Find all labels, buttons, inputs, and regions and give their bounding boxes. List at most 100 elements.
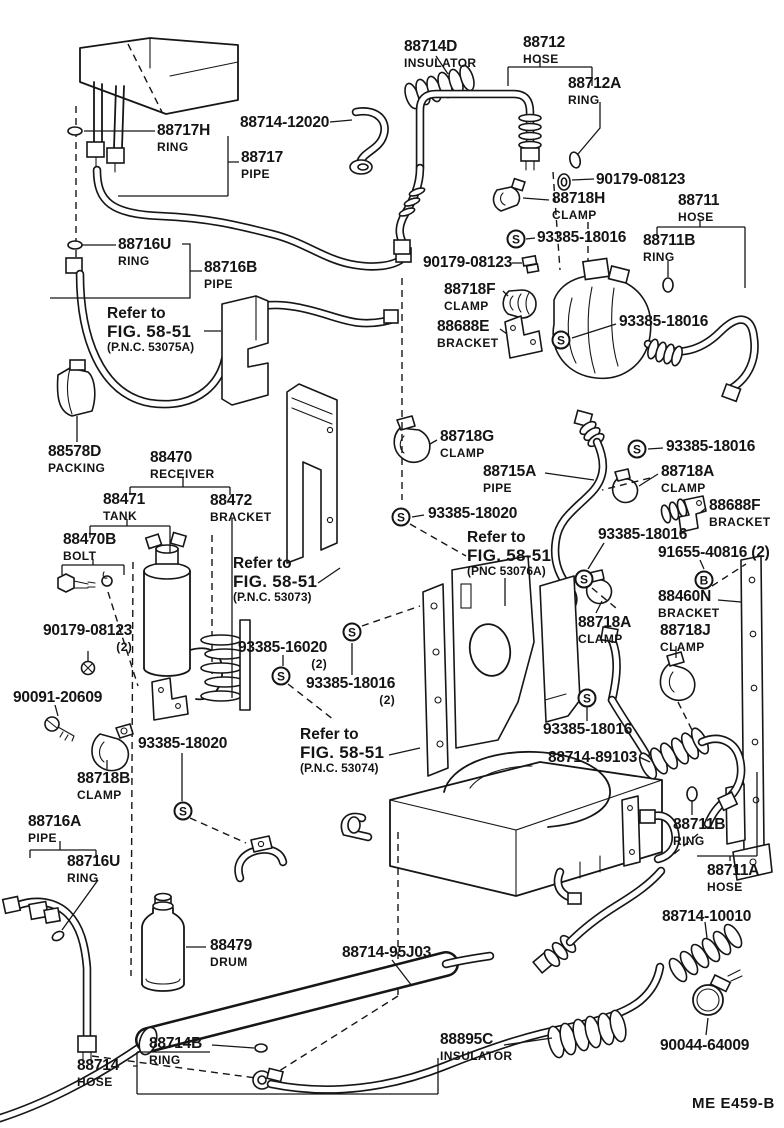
part-number: 93385-18016: [666, 438, 756, 455]
part-number: 90179-08123: [596, 171, 686, 188]
part-name: CLAMP: [660, 639, 705, 654]
part-name: RECEIVER: [150, 466, 215, 481]
part-number: 91655-40816 (2): [658, 544, 770, 561]
part-name: CLAMP: [77, 787, 122, 802]
part-name: RING: [67, 870, 99, 885]
part-number: 93385-18020: [138, 735, 228, 752]
part-name: RING: [149, 1052, 181, 1067]
part-label-93385-18016: 93385-18016: [537, 230, 626, 246]
part-name: RING: [118, 253, 150, 268]
part-number: 88714D: [404, 38, 458, 55]
part-name: (2): [379, 692, 396, 707]
part-number: 88578D: [48, 443, 102, 460]
part-name: HOSE: [77, 1074, 113, 1089]
part-label-91655-408162: 91655-40816 (2): [658, 545, 770, 561]
part-number: 88716U: [67, 853, 121, 870]
part-number: 88718A: [661, 463, 715, 480]
fastener-marker-S: S: [506, 229, 526, 249]
part-name: PIPE: [204, 276, 233, 291]
part-number: 90044-64009: [660, 1037, 750, 1054]
note-line: (P.N.C. 53073): [233, 590, 312, 605]
part-name: BRACKET: [437, 335, 499, 350]
part-number: 88714: [77, 1057, 120, 1074]
part-number: 88717: [241, 149, 284, 166]
part-name: CLAMP: [578, 631, 623, 646]
part-number: 88479: [210, 937, 253, 954]
part-number: 88718H: [552, 190, 606, 207]
part-number: 88714-95J03: [342, 944, 432, 961]
part-number: 88470: [150, 449, 193, 466]
part-name: CLAMP: [444, 298, 489, 313]
part-number: 88712A: [568, 75, 622, 92]
part-number: 88718F: [444, 281, 496, 298]
part-number: 93385-18020: [428, 505, 518, 522]
part-name: (2): [311, 656, 328, 671]
note-line: (P.N.C. 53075A): [107, 340, 195, 355]
part-label-88714-95J03: 88714-95J03: [342, 945, 431, 961]
fastener-marker-S: S: [574, 569, 594, 589]
part-label-93385-18016: 93385-18016: [619, 314, 708, 330]
part-number: 88718G: [440, 428, 494, 445]
part-name: PIPE: [483, 480, 512, 495]
part-name: RING: [643, 249, 675, 264]
part-number: 88715A: [483, 463, 537, 480]
part-name: (2): [116, 639, 133, 654]
part-name: DRUM: [210, 954, 248, 969]
part-number: 88718J: [660, 622, 711, 639]
part-name: RING: [568, 92, 600, 107]
part-label-93385-18016: 93385-18016: [543, 722, 632, 738]
part-number: 88714-12020: [240, 114, 330, 131]
part-number: 93385-18016: [306, 675, 396, 692]
part-number: 93385-16020: [238, 639, 328, 656]
part-number: 88716A: [28, 813, 82, 830]
part-number: 93385-18016: [543, 721, 633, 738]
note-line: Refer to: [467, 529, 526, 546]
part-number: 90179-08123: [423, 254, 513, 271]
note-line: FIG. 58-51: [107, 321, 192, 341]
part-name: PACKING: [48, 460, 106, 475]
part-name: HOSE: [678, 209, 714, 224]
part-name: CLAMP: [552, 207, 597, 222]
part-number: 88460N: [658, 588, 712, 605]
part-label-93385-18020: 93385-18020: [428, 506, 517, 522]
note-line: FIG. 58-51: [467, 545, 552, 565]
part-name: HOSE: [523, 51, 559, 66]
part-name: BRACKET: [658, 605, 720, 620]
note-line: Refer to: [107, 305, 166, 322]
fastener-marker-S: S: [173, 801, 193, 821]
fastener-marker-S: S: [577, 688, 597, 708]
part-label-90179-08123: 90179-08123(2): [43, 623, 132, 653]
fastener-marker-S: S: [627, 439, 647, 459]
fastener-marker-S: S: [551, 330, 571, 350]
note-line: FIG. 58-51: [300, 742, 385, 762]
part-name: HOSE: [707, 879, 743, 894]
part-number: 90179-08123: [43, 622, 133, 639]
part-label-90044-64009: 90044-64009: [660, 1038, 749, 1054]
note-line: Refer to: [300, 726, 359, 743]
part-number: 88472: [210, 492, 253, 509]
part-name: INSULATOR: [440, 1048, 513, 1063]
part-number: 88717H: [157, 122, 211, 139]
part-name: INSULATOR: [404, 55, 477, 70]
